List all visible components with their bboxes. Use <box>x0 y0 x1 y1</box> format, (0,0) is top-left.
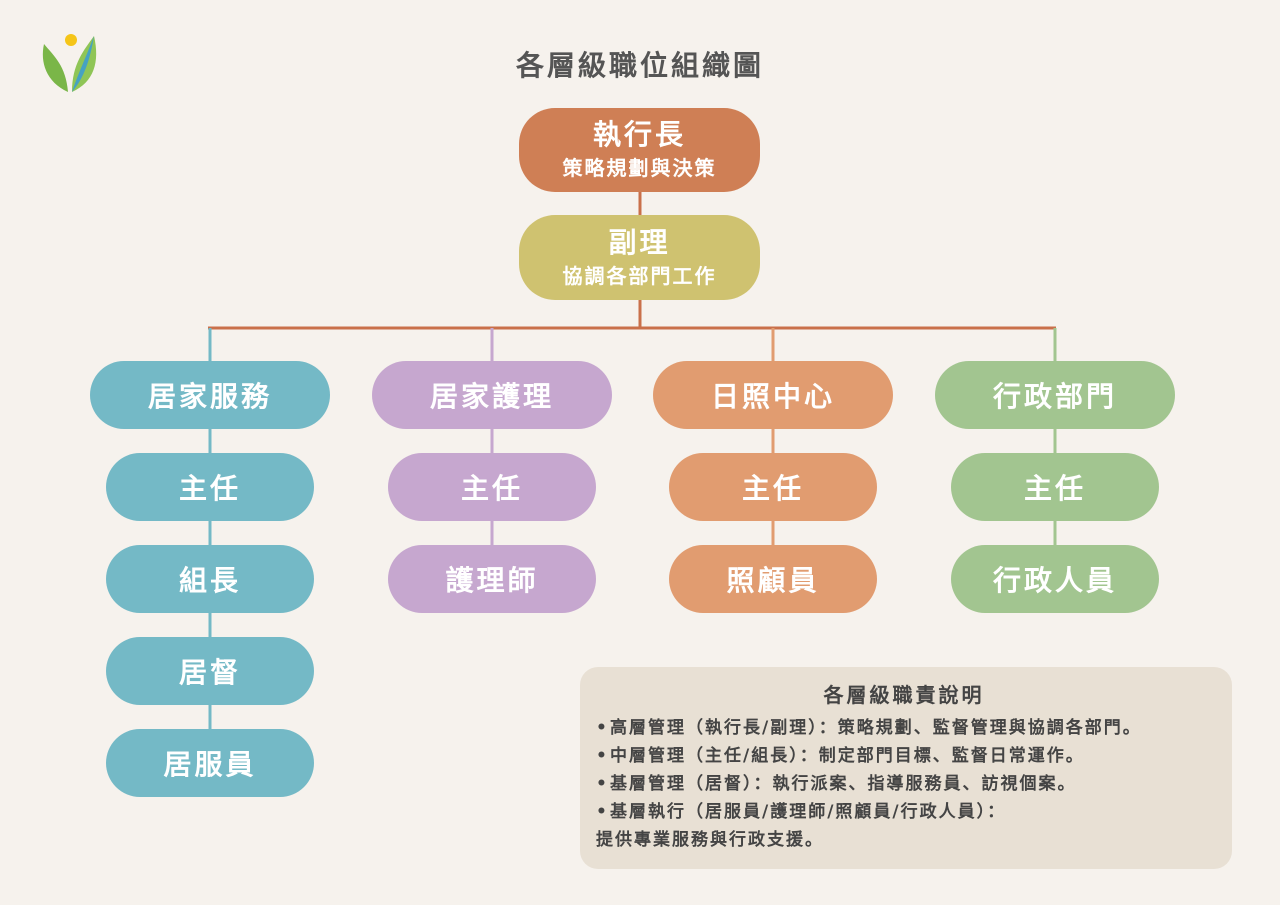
page-title: 各層級職位組織圖 <box>515 49 764 82</box>
legend-item-text: 中層管理（主任/組長）：制定部門目標、監督日常運作。 <box>610 746 1085 766</box>
department-node: 居家服務 <box>90 361 330 429</box>
role-node: 主任 <box>669 453 877 521</box>
role-node: 主任 <box>106 453 314 521</box>
legend-item: •中層管理（主任/組長）：制定部門目標、監督日常運作。 <box>596 742 1212 770</box>
deputy-title: 副理 <box>608 225 671 259</box>
role-node: 照顧員 <box>669 545 877 613</box>
legend-bullet: • <box>596 802 609 822</box>
legend-item: •基層執行（居服員/護理師/照顧員/行政人員）： <box>596 798 1212 826</box>
role-node: 主任 <box>388 453 596 521</box>
legend-item-text: 高層管理（執行長/副理）：策略規劃、監督管理與協調各部門。 <box>610 718 1142 738</box>
legend-item-continuation: 提供專業服務與行政支援。 <box>596 830 824 850</box>
legend-item: •基層管理（居督）：執行派案、指導服務員、訪視個案。 <box>596 770 1212 798</box>
legend-bullet: • <box>596 774 609 794</box>
role-node: 主任 <box>951 453 1159 521</box>
role-node: 護理師 <box>388 545 596 613</box>
legend-title: 各層級職責說明 <box>823 683 985 707</box>
legend-panel: 各層級職責說明 •高層管理（執行長/副理）：策略規劃、監督管理與協調各部門。 •… <box>580 667 1232 869</box>
legend-item-text: 基層管理（居督）：執行派案、指導服務員、訪視個案。 <box>610 774 1077 794</box>
deputy-subtitle: 協調各部門工作 <box>562 263 717 288</box>
legend-item-text: 基層執行（居服員/護理師/照顧員/行政人員）： <box>610 802 1007 822</box>
deputy-node: 副理 協調各部門工作 <box>519 215 760 300</box>
role-node: 組長 <box>106 545 314 613</box>
legend-item: •高層管理（執行長/副理）：策略規劃、監督管理與協調各部門。 <box>596 714 1212 742</box>
ceo-title: 執行長 <box>592 118 686 151</box>
ceo-subtitle: 策略規劃與決策 <box>562 156 717 180</box>
department-node: 行政部門 <box>935 361 1175 429</box>
department-node: 日照中心 <box>653 361 893 429</box>
legend-bullet: • <box>596 718 609 738</box>
sprout-leaf-logo <box>42 34 97 92</box>
legend-bullet: • <box>596 746 609 766</box>
role-node: 行政人員 <box>951 545 1159 613</box>
department-node: 居家護理 <box>372 361 612 429</box>
role-node: 居服員 <box>106 729 314 797</box>
ceo-node: 執行長 策略規劃與決策 <box>519 108 760 192</box>
role-node: 居督 <box>106 637 314 705</box>
